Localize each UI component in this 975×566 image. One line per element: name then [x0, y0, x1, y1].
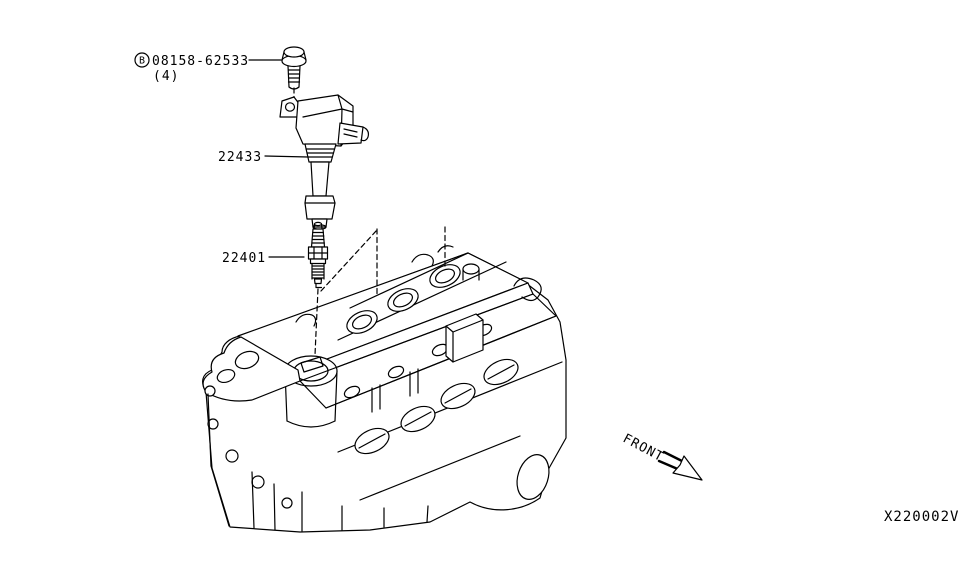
- front-arrow-icon: [657, 450, 703, 481]
- engine-illustration: [202, 245, 567, 533]
- bolt-part-number: 08158-62533: [152, 54, 249, 69]
- leader-lines: [248, 59, 309, 258]
- drawing-code: X220002V: [884, 509, 959, 525]
- bolt-quantity: (4): [153, 69, 179, 84]
- plug-hole-2: [346, 310, 378, 334]
- circled-letter-icon: [134, 52, 150, 68]
- intake-ports: [354, 358, 519, 455]
- hose-hook: [513, 277, 542, 302]
- ignition-coil-part-number: 22433: [218, 150, 262, 165]
- ignition-coil-illustration: [279, 94, 370, 230]
- bolt-symbol: B: [139, 56, 145, 67]
- plug-hole-3: [387, 288, 419, 312]
- stud-cap: [462, 263, 480, 281]
- front-indicator: FRONT: [620, 431, 703, 481]
- bracket-boss: [445, 313, 484, 363]
- plug-hole-4: [429, 264, 461, 288]
- front-casting: [202, 336, 301, 402]
- assembly-centerlines: [293, 87, 446, 356]
- bolt-illustration: [281, 46, 307, 90]
- bolt-callout: B 08158-62533 (4): [134, 52, 249, 84]
- spark-plug-illustration: [307, 221, 329, 289]
- spark-plug-part-number: 22401: [222, 251, 266, 266]
